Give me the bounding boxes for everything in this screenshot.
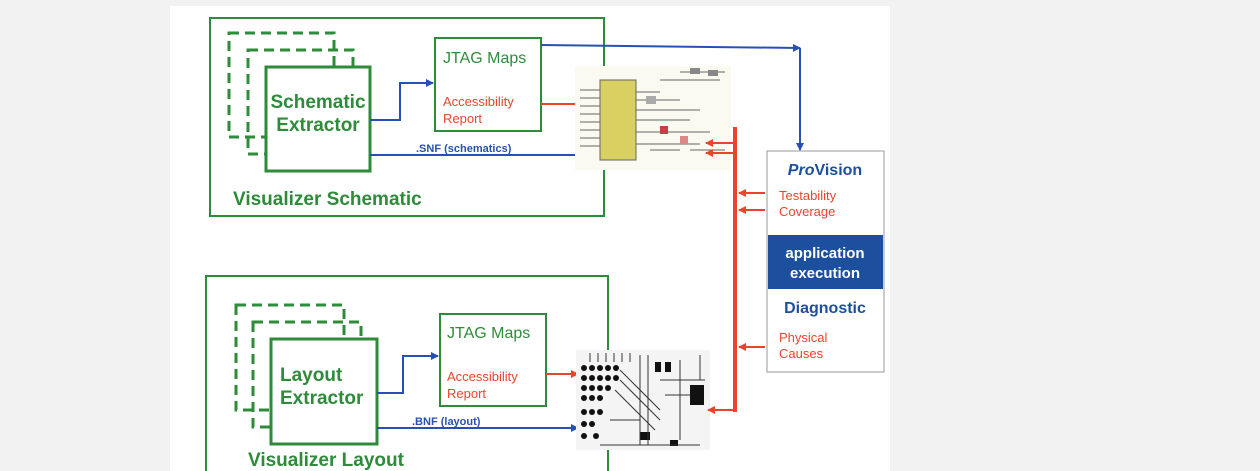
arrow-extractor-to-jtag-bottom bbox=[377, 352, 439, 394]
application-execution-band bbox=[768, 235, 883, 289]
layout-extractor-box bbox=[269, 337, 379, 446]
jtag-maps-box-bottom bbox=[439, 313, 547, 407]
band-line2: execution bbox=[790, 265, 860, 282]
accessibility-report-line2-top: Report bbox=[443, 111, 482, 126]
bnf-net-label: .BNF (layout) bbox=[412, 416, 481, 428]
snf-net-label: .SNF (schematics) bbox=[416, 143, 512, 155]
band-line1: application bbox=[785, 245, 864, 262]
provision-title-rest: Vision bbox=[814, 162, 862, 179]
physical-causes-line2: Causes bbox=[779, 346, 824, 361]
diagnostic-title: Diagnostic bbox=[784, 300, 866, 317]
testability-line2: Coverage bbox=[779, 204, 835, 219]
jtag-maps-box-top bbox=[434, 37, 542, 132]
provision-title-italic: Pro bbox=[788, 162, 815, 179]
schematic-thumbnail-image bbox=[575, 66, 731, 170]
schematic-extractor-label-line1: Schematic bbox=[270, 92, 365, 113]
arrow-jtag-to-provision-top bbox=[540, 43, 801, 52]
layout-extractor-label-line1: Layout bbox=[280, 365, 343, 386]
jtag-maps-title-bottom: JTAG Maps bbox=[447, 325, 530, 342]
visualizer-schematic-title: Visualizer Schematic bbox=[233, 189, 422, 210]
schematic-extractor-box bbox=[264, 65, 372, 173]
accessibility-report-line2-bottom: Report bbox=[447, 386, 486, 401]
provision-title: ProVision bbox=[788, 162, 862, 179]
arrow-extractor-to-jtag-top bbox=[370, 79, 434, 121]
pcb-layout-thumbnail-image bbox=[576, 350, 710, 450]
accessibility-report-line1-bottom: Accessibility bbox=[447, 369, 518, 384]
physical-causes-line1: Physical bbox=[779, 330, 828, 345]
jtag-maps-title-top: JTAG Maps bbox=[443, 50, 526, 67]
schematic-extractor-label-line2: Extractor bbox=[276, 115, 360, 136]
testability-line1: Testability bbox=[779, 188, 837, 203]
visualizer-layout-title: Visualizer Layout bbox=[248, 450, 405, 471]
layout-extractor-label-line2: Extractor bbox=[280, 388, 364, 409]
accessibility-report-line1-top: Accessibility bbox=[443, 94, 514, 109]
